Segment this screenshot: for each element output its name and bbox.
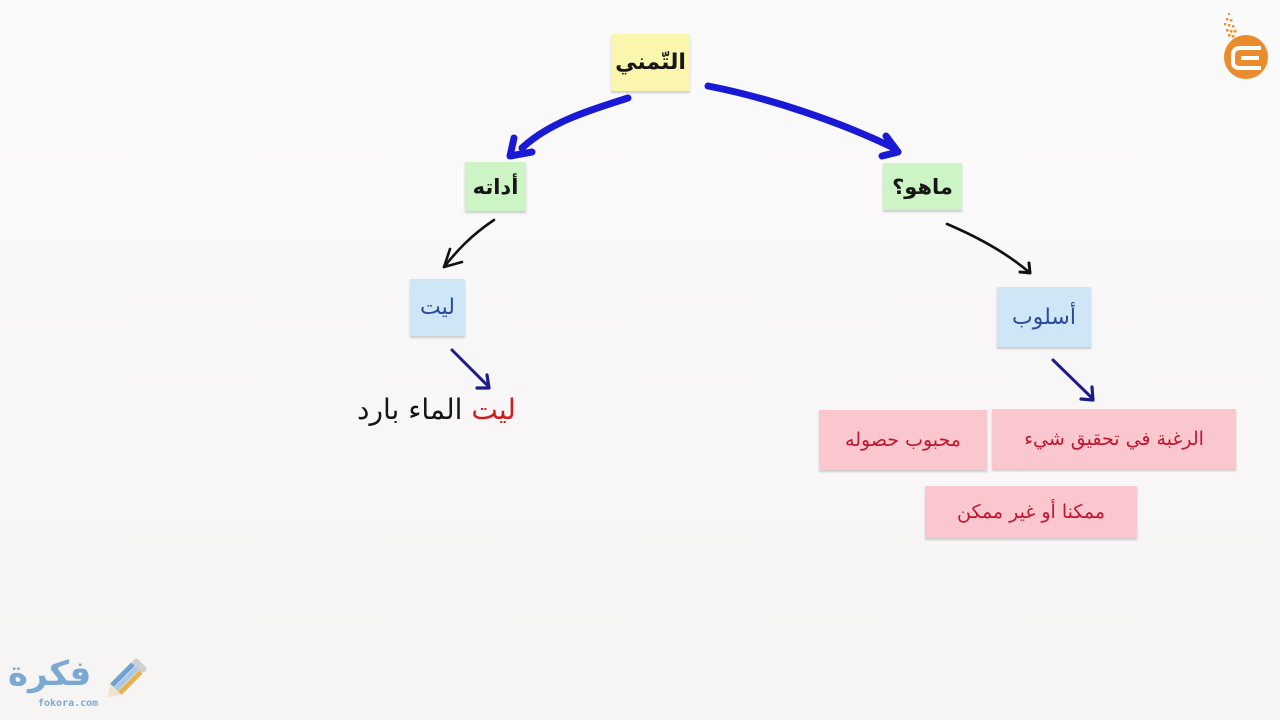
title-text: التّمني [615,50,686,75]
what-is-it-label: ماهو؟ [892,174,953,199]
layta-label: ليت [420,295,455,320]
style-label: أسلوب [1012,304,1076,330]
example-sentence: ليت الماء بارد [357,393,516,426]
definition-line-1: الرغبة في تحقيق شيء [1024,428,1204,450]
style-note: أسلوب [997,287,1091,347]
example-highlight: ليت [471,393,516,426]
arrow-title-to-what [704,82,902,160]
definition-line-2: محبوب حصوله [845,429,961,451]
definition-line-3: ممكنا أو غير ممكن [956,501,1106,523]
tools-note: أداته [465,162,526,211]
fikra-watermark-logo: فكرة fokora.com [4,652,154,714]
tools-label: أداته [472,174,519,199]
example-rest: الماء بارد [357,393,463,426]
layta-note: ليت [410,279,465,336]
title-note: التّمني [611,34,690,91]
arrow-style-to-definition [1051,358,1095,402]
arrow-what-to-style [945,222,1032,275]
pencil-icon [108,658,147,697]
arrow-layta-to-example [450,348,491,390]
definition-note-3: ممكنا أو غير ممكن [925,486,1137,538]
orange-circle-logo-icon [1224,13,1268,79]
definition-note-1: الرغبة في تحقيق شيء [992,409,1236,469]
what-is-it-note: ماهو؟ [883,163,962,210]
fikra-logo-text: فكرة [8,654,92,694]
arrow-tools-to-layta [442,218,496,269]
arrow-title-to-tools [506,94,632,160]
definition-note-2: محبوب حصوله [819,410,987,470]
fikra-logo-domain: fokora.com [38,698,99,709]
channel-logo [1214,10,1274,80]
